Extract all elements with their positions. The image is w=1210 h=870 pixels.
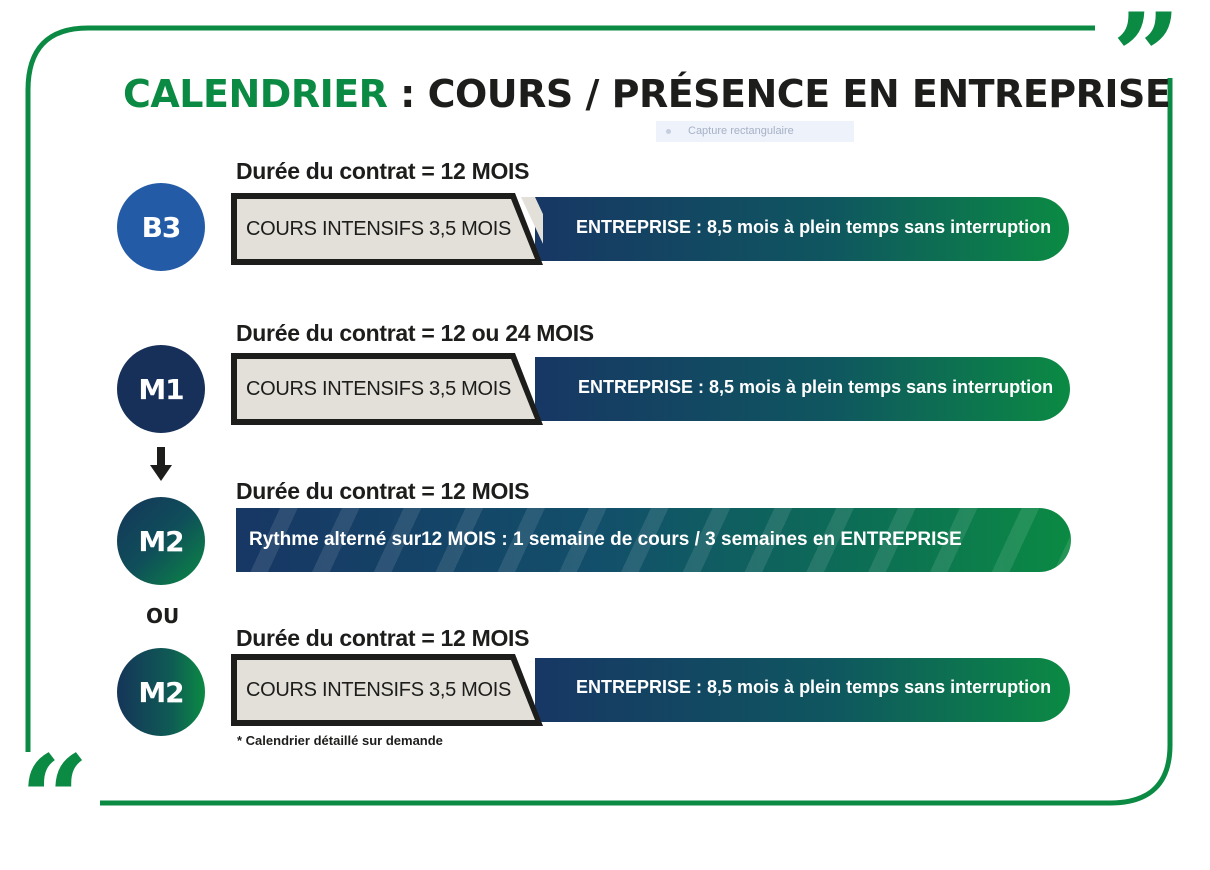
- quote-icon: ”: [1112, 0, 1181, 128]
- badge-m2-intensif: M2: [117, 648, 205, 736]
- alternance-stripes: [236, 508, 1071, 572]
- row-m1-cours-label: COURS INTENSIFS 3,5 MOIS: [246, 378, 512, 400]
- row-m2-cours-box: COURS INTENSIFS 3,5 MOIS: [231, 654, 543, 726]
- cours-box-shape: [231, 193, 543, 265]
- cours-box-shape: [231, 353, 543, 425]
- row-m1-entreprise-bar: [535, 357, 1070, 421]
- title-rest: : COURS / PRÉSENCE EN ENTREPRISE: [387, 72, 1171, 116]
- capture-tooltip: Capture rectangulaire: [656, 121, 854, 142]
- row-m2-alternance-bar: Rythme alterné sur12 MOIS : 1 semaine de…: [236, 508, 1071, 572]
- ou-label: OU: [146, 604, 180, 628]
- badge-m1: M1: [117, 345, 205, 433]
- title-accent: CALENDRIER: [123, 72, 388, 116]
- row-b3-duration: Durée du contrat = 12 MOIS: [236, 158, 530, 184]
- row-b3-entreprise-bar: [535, 197, 1069, 261]
- footnote: * Calendrier détaillé sur demande: [237, 733, 443, 748]
- badge-m2-alternance: M2: [117, 497, 205, 585]
- row-m2-duration: Durée du contrat = 12 MOIS: [236, 625, 530, 651]
- row-b3-cours-box: COURS INTENSIFS 3,5 MOIS: [231, 193, 543, 265]
- row-m1-entreprise-label: ENTREPRISE : 8,5 mois à plein temps sans…: [578, 377, 1054, 397]
- row-m2-alternance-label: Rythme alterné sur12 MOIS : 1 semaine de…: [249, 529, 962, 550]
- row-m2-cours-label: COURS INTENSIFS 3,5 MOIS: [246, 679, 512, 701]
- capture-dot-icon: [666, 129, 671, 134]
- badge-b3: B3: [117, 183, 205, 271]
- arrow-down-icon: [150, 447, 172, 481]
- quote-icon: “: [20, 729, 89, 870]
- row-m1-cours-box: COURS INTENSIFS 3,5 MOIS: [231, 353, 543, 425]
- page-title: CALENDRIER : COURS / PRÉSENCE EN ENTREPR…: [123, 72, 1171, 116]
- decorative-frame: [25, 25, 1173, 806]
- row-m1-duration: Durée du contrat = 12 ou 24 MOIS: [236, 320, 594, 346]
- row-m2-alt-duration: Durée du contrat = 12 MOIS: [236, 478, 530, 504]
- row-m2-entreprise-bar: [535, 658, 1070, 722]
- row-m2-entreprise-label: ENTREPRISE : 8,5 mois à plein temps sans…: [576, 677, 1052, 697]
- cours-box-shape: [231, 654, 543, 726]
- row-b3-cours-label: COURS INTENSIFS 3,5 MOIS: [246, 218, 512, 240]
- capture-label: Capture rectangulaire: [688, 125, 794, 137]
- row-b3-entreprise-label: ENTREPRISE : 8,5 mois à plein temps sans…: [576, 217, 1052, 237]
